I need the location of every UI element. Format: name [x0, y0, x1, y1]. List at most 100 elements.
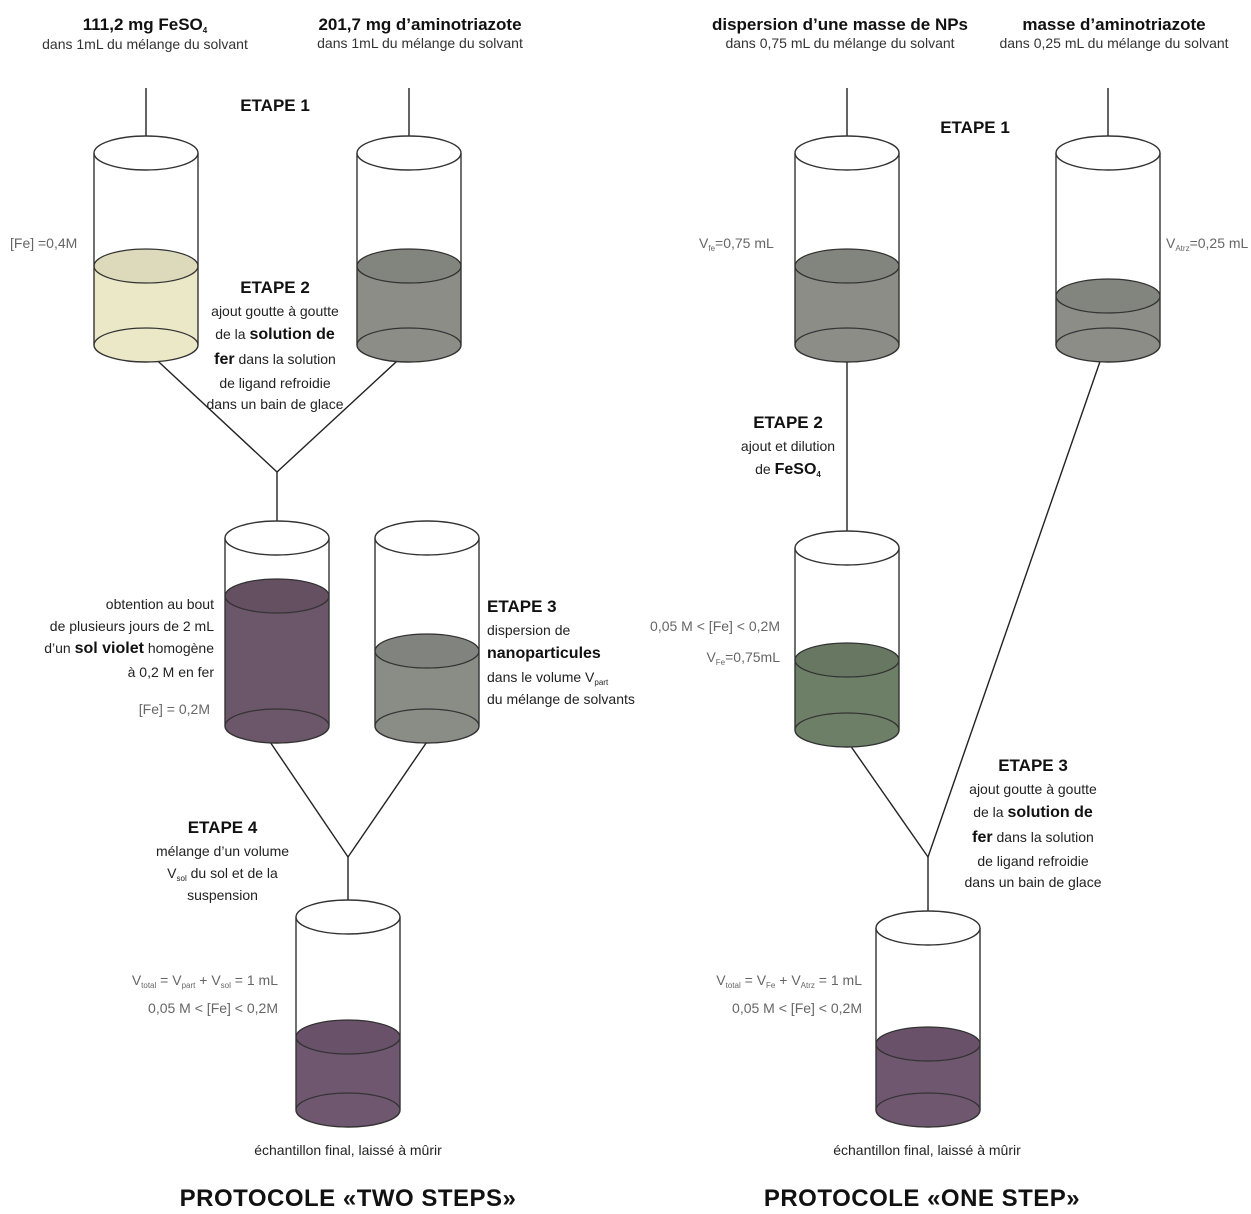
cylinder-feso4 [93, 135, 199, 363]
liquid-surface-shade [375, 634, 479, 668]
one-etape3-line2: de la solution de [973, 804, 1093, 822]
one-step-vtotal: Vtotal = VFe + VAtrz = 1 mL [716, 972, 862, 990]
one-step-etape1: ETAPE 1 [940, 118, 1010, 137]
bottom-rim-back [374, 708, 480, 727]
etape2-title: ETAPE 2 [240, 278, 310, 297]
etape2-line4: de ligand refroidie [219, 374, 331, 391]
line-sol-to-merge [263, 732, 349, 858]
obtention-line3: d’un sol violet homogène [44, 640, 214, 658]
one-etape3-line3: fer dans la solution [972, 828, 1094, 846]
two-steps-etape4: ETAPE 4 mélange d’un volume Vsol du sol … [140, 815, 305, 907]
one-step-etape3: ETAPE 3 ajout goutte à goutte de la solu… [948, 753, 1118, 894]
bottom-rim-front [224, 725, 330, 744]
liquid-surface-shade [94, 249, 198, 283]
two-steps-final-caption: échantillon final, laissé à mûrir [254, 1142, 442, 1158]
liquid-fill [357, 266, 461, 362]
etape3-title: ETAPE 3 [487, 597, 557, 616]
cylinder-final-two-steps [295, 899, 401, 1128]
etape4-line2: Vsol du sol et de la [167, 865, 278, 884]
two-steps-etape1: ETAPE 1 [240, 96, 310, 115]
cylinder-final-one-step [875, 910, 981, 1128]
reagent1-desc: dans 1mL du mélange du solvant [42, 36, 248, 52]
bottom-rim-back [875, 1092, 981, 1111]
liquid-surface-shade [876, 1027, 980, 1061]
cylinder-top-rim [374, 520, 480, 556]
liquid-fill [1056, 296, 1160, 362]
one-etape3-title: ETAPE 3 [998, 756, 1068, 775]
liquid-fill [795, 266, 899, 362]
liquid-surface-shade [357, 249, 461, 283]
one-reagent2-title: masse d’aminotriazote [1022, 15, 1206, 34]
obtention-line4: à 0,2 M en fer [127, 664, 214, 681]
etape3-line1: dispersion de [487, 622, 571, 639]
etape2-line1: ajout goutte à goutte [211, 303, 339, 320]
cylinder-top-rim [794, 530, 900, 566]
line-ligand-to-merge [276, 349, 410, 473]
bottom-rim-back [356, 327, 462, 346]
one-reagent1-desc: dans 0,75 mL du mélange du solvant [725, 35, 955, 52]
liquid-surface-shade [795, 249, 899, 283]
one-etape2-line2: de FeSO4 [755, 461, 821, 480]
two-steps-reagent1: 111,2 mg FeSO4 dans 1mL du mélange du so… [20, 14, 270, 54]
etape3-line4: du mélange de solvants [487, 691, 635, 708]
one-reagent2-desc: dans 0,25 mL du mélange du solvant [999, 35, 1229, 52]
one-step-final-caption: échantillon final, laissé à mûrir [833, 1142, 1021, 1158]
etape4-line1: mélange d’un volume [155, 843, 290, 860]
bottom-rim-front [93, 344, 199, 363]
cylinder-top-rim [794, 135, 900, 171]
one-step-title: PROTOCOLE «ONE STEP» [763, 1185, 1081, 1212]
etape2-line5: dans un bain de glace [206, 396, 344, 413]
two-steps-fe-range: 0,05 M < [Fe] < 0,2M [148, 1000, 278, 1016]
one-etape3-line1: ajout goutte à goutte [969, 781, 1097, 798]
two-steps-title: PROTOCOLE «TWO STEPS» [179, 1185, 517, 1212]
bottom-rim-back [1055, 327, 1161, 346]
bottom-rim-front [794, 729, 900, 748]
one-step-fe-range: 0,05 M < [Fe] < 0,2M [732, 1000, 862, 1016]
liquid-surface-shade [225, 579, 329, 613]
two-steps-fe-label: [Fe] =0,4M [10, 235, 78, 251]
one-step-vatrz-label: VAtrz=0,25 mL [1166, 235, 1249, 253]
cylinder-top-rim [875, 910, 981, 946]
line-atrz-to-merge [927, 349, 1105, 858]
etape2-line2: de la solution de [215, 326, 335, 344]
line-np-to-merge [347, 732, 434, 858]
etape4-line3: suspension [187, 887, 258, 904]
one-step-fe-range-mid: 0,05 M < [Fe] < 0,2M [650, 618, 780, 634]
cylinder-aminotriazote [356, 135, 462, 363]
obtention-line1: obtention au bout [105, 596, 214, 612]
liquid-surface-shade [296, 1020, 400, 1054]
bottom-rim-front [794, 344, 900, 363]
one-step-etape2: ETAPE 2 ajout et dilution de FeSO4 [728, 410, 848, 483]
two-steps-etape2: ETAPE 2 ajout goutte à goutte de la solu… [190, 275, 360, 416]
cylinder-aminotriazote-right [1055, 135, 1161, 363]
line-feso4-to-merge [145, 349, 278, 473]
one-etape3-line5: dans un bain de glace [964, 874, 1102, 891]
bottom-rim-back [794, 327, 900, 346]
two-steps-fe-02: [Fe] = 0,2M [138, 701, 210, 717]
etape3-line3: dans le volume Vpart [487, 668, 609, 687]
etape4-title: ETAPE 4 [187, 818, 258, 837]
one-etape2-title: ETAPE 2 [753, 413, 823, 432]
cylinder-top-rim [93, 135, 199, 171]
liquid-fill [375, 651, 479, 743]
liquid-surface-shade [1056, 279, 1160, 313]
two-steps-obtention: obtention au bout de plusieurs jours de … [20, 594, 214, 684]
line-green-to-merge [842, 734, 929, 858]
cylinder-nanoparticles [374, 520, 480, 744]
cylinders [93, 135, 1161, 1128]
two-steps-reagent2: 201,7 mg d’aminotriazote dans 1mL du mél… [290, 14, 550, 53]
bottom-rim-front [374, 725, 480, 744]
etape3-line2: nanoparticules [487, 645, 601, 663]
two-steps-vtotal: Vtotal = Vpart + Vsol = 1 mL [131, 972, 278, 990]
bottom-rim-back [295, 1092, 401, 1111]
bottom-rim-back [93, 327, 199, 346]
liquid-fill [296, 1037, 400, 1127]
one-step-vfe-mid: VFe=0,75mL [706, 649, 780, 667]
cylinder-top-rim [224, 520, 330, 556]
bottom-rim-front [1055, 344, 1161, 363]
reagent1-title: 111,2 mg FeSO4 [82, 15, 208, 35]
liquid-fill [795, 660, 899, 747]
cylinder-nps-dispersion [794, 135, 900, 363]
bottom-rim-back [794, 712, 900, 731]
